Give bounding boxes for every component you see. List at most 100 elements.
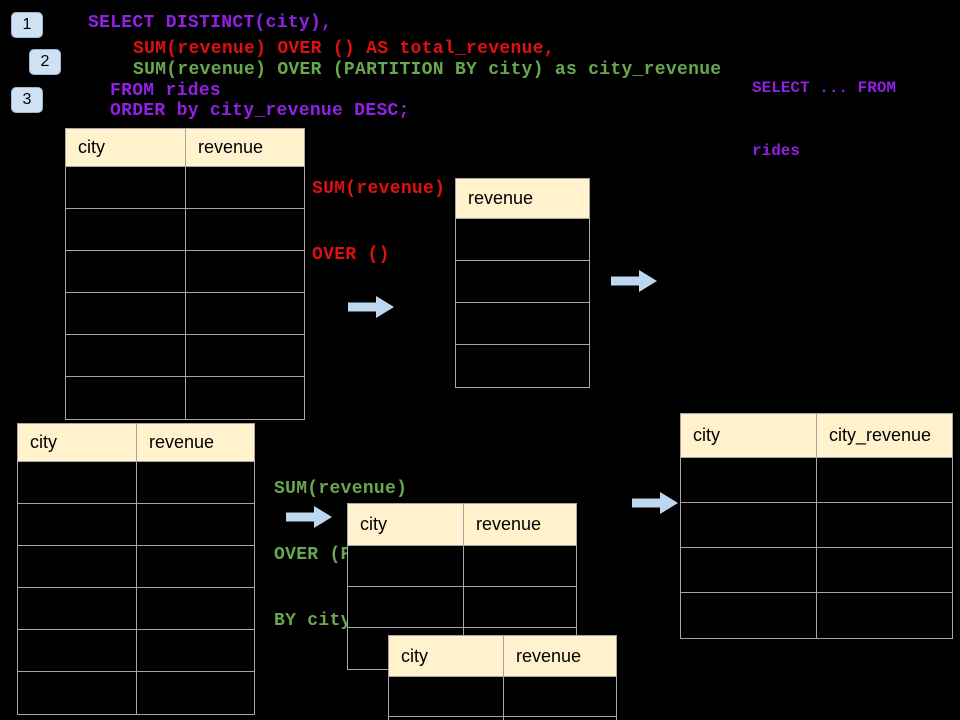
sql-line-city-revenue: SUM(revenue) OVER (PARTITION BY city) as… — [133, 60, 722, 80]
step-badge-2: 2 — [29, 49, 61, 75]
table-row — [456, 303, 589, 345]
table-cell — [348, 587, 464, 627]
table-cell — [456, 261, 589, 302]
table-cell — [18, 630, 137, 671]
table-row — [389, 717, 616, 720]
table-row — [348, 587, 576, 628]
flow-arrow-right-icon — [286, 506, 332, 528]
step-badge-1: 1 — [11, 12, 43, 38]
table-cell — [456, 219, 589, 260]
table-row — [18, 588, 254, 630]
table-cell — [348, 546, 464, 586]
table-cell — [456, 303, 589, 344]
column-header-revenue: revenue — [468, 188, 534, 208]
table-cell — [456, 345, 589, 387]
flow-arrow-right-icon — [611, 270, 657, 292]
table-cell — [681, 503, 817, 547]
table-cell — [389, 717, 504, 720]
column-header-revenue: revenue — [516, 645, 582, 666]
table-cell — [66, 377, 186, 419]
table-cell — [186, 167, 304, 208]
table-cell — [681, 593, 817, 638]
side-note-line: rides — [752, 142, 801, 160]
table-cell — [18, 546, 137, 587]
column-header-city: city — [348, 504, 464, 545]
table-cell — [66, 209, 186, 250]
table-partition-overlay: city revenue — [388, 635, 617, 720]
sql-line-order-by: ORDER by city_revenue DESC; — [110, 101, 410, 121]
table-row — [348, 546, 576, 587]
table-header-row: city city_revenue — [681, 414, 952, 458]
table-header-row: city revenue — [66, 129, 304, 167]
table-source-bottom: city revenue — [17, 423, 255, 715]
table-final-result: city city_revenue — [680, 413, 953, 639]
table-row — [66, 251, 304, 293]
table-cell — [137, 630, 254, 671]
sql-line-from: FROM rides — [110, 81, 222, 101]
table-row — [681, 503, 952, 548]
table-row — [18, 672, 254, 714]
table-cell — [504, 677, 616, 716]
table-row — [66, 377, 304, 419]
table-cell — [18, 462, 137, 503]
table-cell — [681, 548, 817, 592]
table-row — [681, 548, 952, 593]
table-cell — [18, 588, 137, 629]
column-header-revenue: revenue — [149, 432, 215, 452]
table-cell — [66, 167, 186, 208]
annotation-sum-over-empty: SUM(revenue) OVER () — [312, 134, 445, 310]
table-cell — [66, 335, 186, 376]
side-note-line: SELECT ... FROM — [752, 79, 897, 97]
table-header-row: revenue — [456, 179, 589, 219]
table-cell — [186, 251, 304, 292]
table-row — [66, 209, 304, 251]
table-cell — [66, 293, 186, 334]
table-total-result: revenue — [455, 178, 590, 388]
table-row — [456, 261, 589, 303]
table-cell — [389, 677, 504, 716]
table-cell — [504, 717, 616, 720]
column-header-revenue: revenue — [476, 514, 542, 534]
table-cell — [137, 672, 254, 714]
table-cell — [817, 593, 952, 638]
table-row — [681, 593, 952, 638]
table-cell — [18, 672, 137, 714]
table-row — [66, 335, 304, 377]
table-cell — [137, 462, 254, 503]
table-row — [18, 630, 254, 672]
annotation-line: SUM(revenue) — [312, 179, 446, 199]
table-cell — [186, 377, 304, 419]
table-header-row: city revenue — [389, 636, 616, 677]
table-cell — [817, 503, 952, 547]
table-source-top: city revenue — [65, 128, 305, 420]
table-header-row: city revenue — [18, 424, 254, 462]
table-cell — [464, 587, 576, 627]
table-cell — [137, 546, 254, 587]
table-cell — [66, 251, 186, 292]
table-cell — [817, 458, 952, 502]
table-row — [681, 458, 952, 503]
table-header-row: city revenue — [348, 504, 576, 546]
table-cell — [464, 546, 576, 586]
flow-arrow-right-icon — [632, 492, 678, 514]
table-row — [456, 219, 589, 261]
table-row — [66, 167, 304, 209]
column-header-revenue: revenue — [198, 137, 264, 157]
table-row — [66, 293, 304, 335]
table-row — [18, 462, 254, 504]
annotation-line: OVER () — [312, 245, 390, 265]
column-header-city: city — [389, 636, 504, 676]
table-row — [456, 345, 589, 387]
table-cell — [186, 335, 304, 376]
column-header-city-revenue: city_revenue — [829, 425, 932, 445]
column-header-city: city — [681, 414, 817, 457]
table-cell — [681, 458, 817, 502]
column-header-city: city — [18, 424, 137, 461]
flow-arrow-right-icon — [348, 296, 394, 318]
table-cell — [817, 548, 952, 592]
table-cell — [137, 588, 254, 629]
column-header-city: city — [66, 129, 186, 166]
sql-line-select: SELECT DISTINCT(city), — [88, 13, 333, 33]
table-cell — [137, 504, 254, 545]
